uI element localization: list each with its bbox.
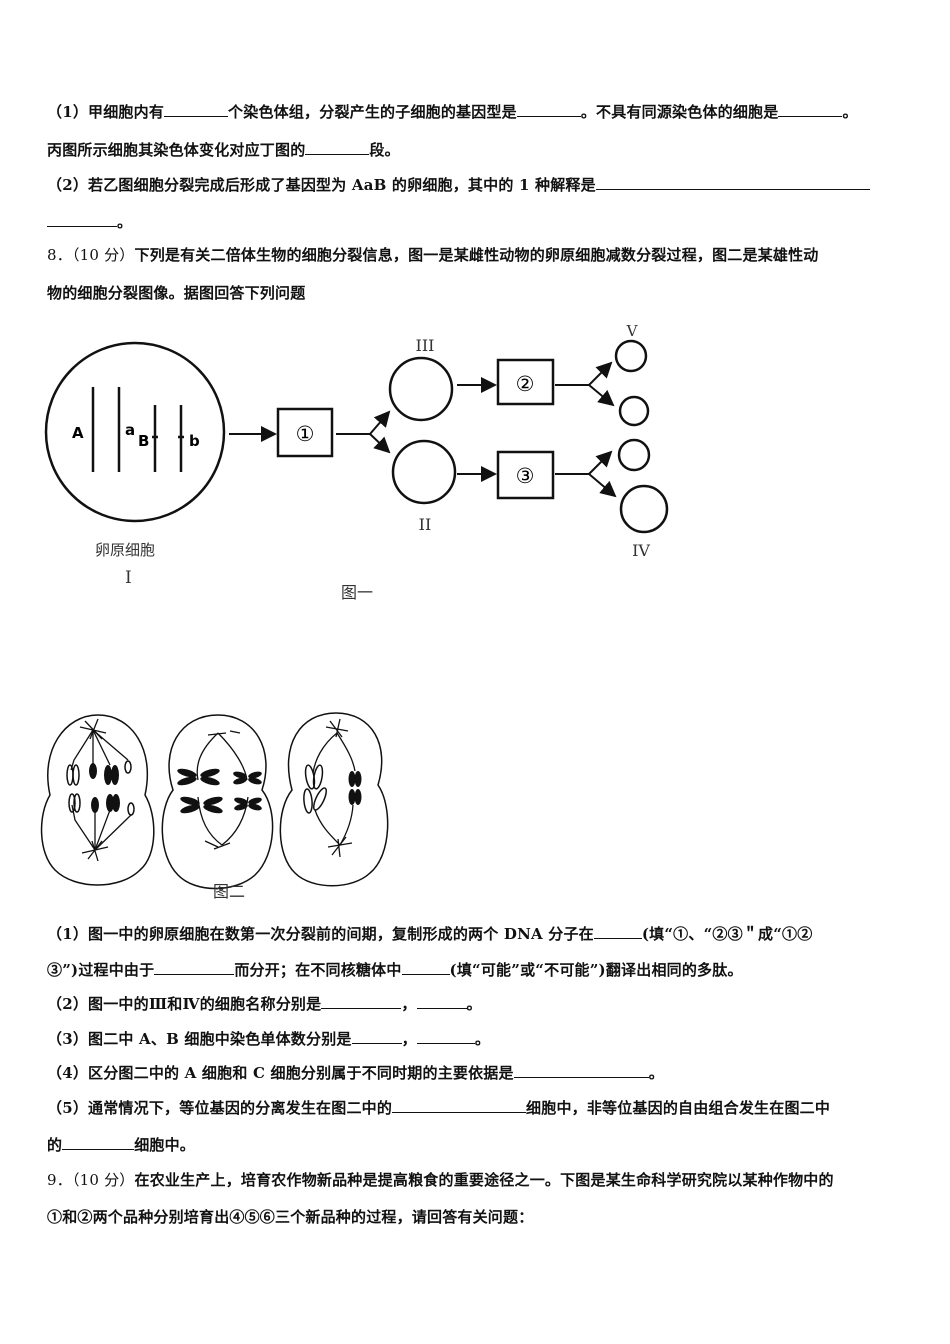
answer-blank[interactable] bbox=[392, 1098, 527, 1113]
q8-sub3: （3）图二中 A、B 细胞中染色单体数分别是 ， 。 bbox=[47, 1029, 490, 1049]
q9-text: ①和②两个品种分别培育出④⑤⑥三个新品种的过程，请回答有关问题： bbox=[47, 1208, 534, 1226]
gene-label-b: b bbox=[189, 432, 200, 450]
roman-III: III bbox=[416, 336, 435, 355]
q7-text: 。不具有同源染色体的细胞是 bbox=[580, 103, 779, 121]
q9-intro-line1: 9．（10 分）在农业生产上，培育农作物新品种是提高粮食的重要途径之一。下图是某… bbox=[47, 1170, 834, 1190]
q8-sub1-line1: （1）图一中的卵原细胞在数第一次分裂前的间期，复制形成的两个 DNA 分子在 (填… bbox=[47, 924, 812, 944]
step-3-label: ③ bbox=[516, 464, 535, 488]
q8-text: 。 bbox=[474, 1030, 491, 1048]
answer-blank[interactable] bbox=[305, 140, 370, 155]
figure-1-diagram: A a B b 卵原细胞 I ① III II ② ③ V IV 图一 bbox=[44, 322, 669, 602]
answer-blank[interactable] bbox=[416, 1029, 475, 1044]
answer-blank[interactable] bbox=[47, 212, 117, 227]
q8-text: 。 bbox=[466, 995, 482, 1013]
answer-blank[interactable] bbox=[351, 1029, 402, 1044]
answer-blank[interactable] bbox=[516, 102, 581, 117]
q7-part2-line1: （2）若乙图细胞分裂完成后形成了基因型为 AaB 的卵细胞，其中的 1 种解释是 bbox=[47, 175, 870, 195]
answer-blank[interactable] bbox=[595, 175, 870, 190]
figure-1-caption: 图一 bbox=[341, 583, 373, 602]
q8-sub5-line1: （5）通常情况下，等位基因的分离发生在图二中的 细胞中，非等位基因的自由组合发生在… bbox=[47, 1098, 830, 1118]
question-number: 8．（10 分） bbox=[47, 246, 135, 264]
gene-label-B: B bbox=[138, 432, 149, 450]
answer-blank[interactable] bbox=[154, 960, 235, 975]
answer-blank[interactable] bbox=[62, 1135, 135, 1150]
q9-intro-line2: ①和②两个品种分别培育出④⑤⑥三个新品种的过程，请回答有关问题： bbox=[47, 1207, 533, 1227]
gene-label-a: a bbox=[125, 421, 135, 439]
q8-text: 而分开；在不同核糖体中 bbox=[234, 961, 402, 979]
q8-text: （3）图二中 A、B 细胞中染色单体数分别是 bbox=[47, 1030, 352, 1048]
q8-text: （5）通常情况下，等位基因的分离发生在图二中的 bbox=[47, 1099, 393, 1117]
q8-text: 细胞中，非等位基因的自由组合发生在图二中 bbox=[526, 1099, 831, 1117]
q8-text: 下列是有关二倍体生物的细胞分裂信息，图一是某雌性动物的卵原细胞减数分裂过程，图二… bbox=[134, 246, 819, 264]
roman-II: II bbox=[419, 515, 432, 534]
roman-I: I bbox=[125, 568, 132, 588]
q8-text: (填“①、“②③＂成“①② bbox=[641, 925, 813, 943]
q8-text: ③”)过程中由于 bbox=[47, 961, 155, 979]
q7-text: 丙图所示细胞其染色体变化对应丁图的 bbox=[47, 141, 306, 159]
q8-text: （2）图一中的Ⅲ和Ⅳ的细胞名称分别是 bbox=[47, 995, 322, 1013]
q7-text: 个染色体组，分裂产生的子细胞的基因型是 bbox=[228, 103, 517, 121]
q9-text: 在农业生产上，培育农作物新品种是提高粮食的重要途径之一。下图是某生命科学研究院以… bbox=[134, 1171, 834, 1189]
figure-2-caption: 图二 bbox=[213, 882, 245, 901]
q8-text: (填“可能”或“不可能”)翻译出相同的多肽。 bbox=[449, 961, 743, 979]
q7-text: 。 bbox=[842, 103, 858, 121]
q8-text: 。 bbox=[648, 1064, 664, 1082]
q7-text: 段。 bbox=[369, 141, 400, 159]
q8-text: ， bbox=[401, 1030, 417, 1048]
q8-intro-line2: 物的细胞分裂图像。据图回答下列问题 bbox=[47, 283, 305, 303]
gene-label-A: A bbox=[72, 424, 84, 442]
answer-blank[interactable] bbox=[778, 102, 843, 117]
step-1-label: ① bbox=[296, 422, 315, 446]
roman-IV: IV bbox=[632, 541, 650, 560]
q8-text: （4）区分图二中的 A 细胞和 C 细胞分别属于不同时期的主要依据是 bbox=[47, 1064, 514, 1082]
q8-intro-line1: 8．（10 分）下列是有关二倍体生物的细胞分裂信息，图一是某雌性动物的卵原细胞减… bbox=[47, 245, 819, 265]
q7-text: （2）若乙图细胞分裂完成后形成了基因型为 AaB 的卵细胞，其中的 1 种解释是 bbox=[47, 176, 596, 194]
q7-part2-line2: 。 bbox=[47, 212, 132, 232]
q8-sub4: （4）区分图二中的 A 细胞和 C 细胞分别属于不同时期的主要依据是 。 bbox=[47, 1063, 664, 1083]
q8-text: 的 bbox=[47, 1136, 63, 1154]
q8-sub1-line2: ③”)过程中由于 而分开；在不同核糖体中 (填“可能”或“不可能”)翻译出相同的多肽… bbox=[47, 960, 743, 980]
q8-text: 物的细胞分裂图像。据图回答下列问题 bbox=[47, 284, 306, 302]
figure-2-diagram: 图二 bbox=[40, 712, 389, 901]
q7-text: （1）甲细胞内有 bbox=[47, 103, 165, 121]
oogonium-label: 卵原细胞 bbox=[95, 541, 155, 559]
answer-blank[interactable] bbox=[164, 102, 229, 117]
answer-blank[interactable] bbox=[593, 924, 642, 939]
q8-sub5-line2: 的 细胞中。 bbox=[47, 1135, 195, 1155]
q8-text: （1）图一中的卵原细胞在数第一次分裂前的间期，复制形成的两个 DNA 分子在 bbox=[47, 925, 594, 943]
answer-blank[interactable] bbox=[401, 960, 450, 975]
q7-part1-line1: （1）甲细胞内有 个染色体组，分裂产生的子细胞的基因型是 。不具有同源染色体的细胞是… bbox=[47, 102, 858, 122]
q8-text: ， bbox=[401, 995, 417, 1013]
answer-blank[interactable] bbox=[416, 994, 467, 1009]
step-2-label: ② bbox=[516, 372, 535, 396]
answer-blank[interactable] bbox=[321, 994, 402, 1009]
question-number: 9．（10 分） bbox=[47, 1171, 135, 1189]
q8-sub2: （2）图一中的Ⅲ和Ⅳ的细胞名称分别是 ， 。 bbox=[47, 994, 482, 1014]
q7-part1-line2: 丙图所示细胞其染色体变化对应丁图的 段。 bbox=[47, 140, 400, 160]
roman-V: V bbox=[626, 322, 639, 340]
q7-text: 。 bbox=[117, 213, 133, 231]
q8-text: 细胞中。 bbox=[134, 1136, 196, 1154]
answer-blank[interactable] bbox=[513, 1063, 649, 1078]
